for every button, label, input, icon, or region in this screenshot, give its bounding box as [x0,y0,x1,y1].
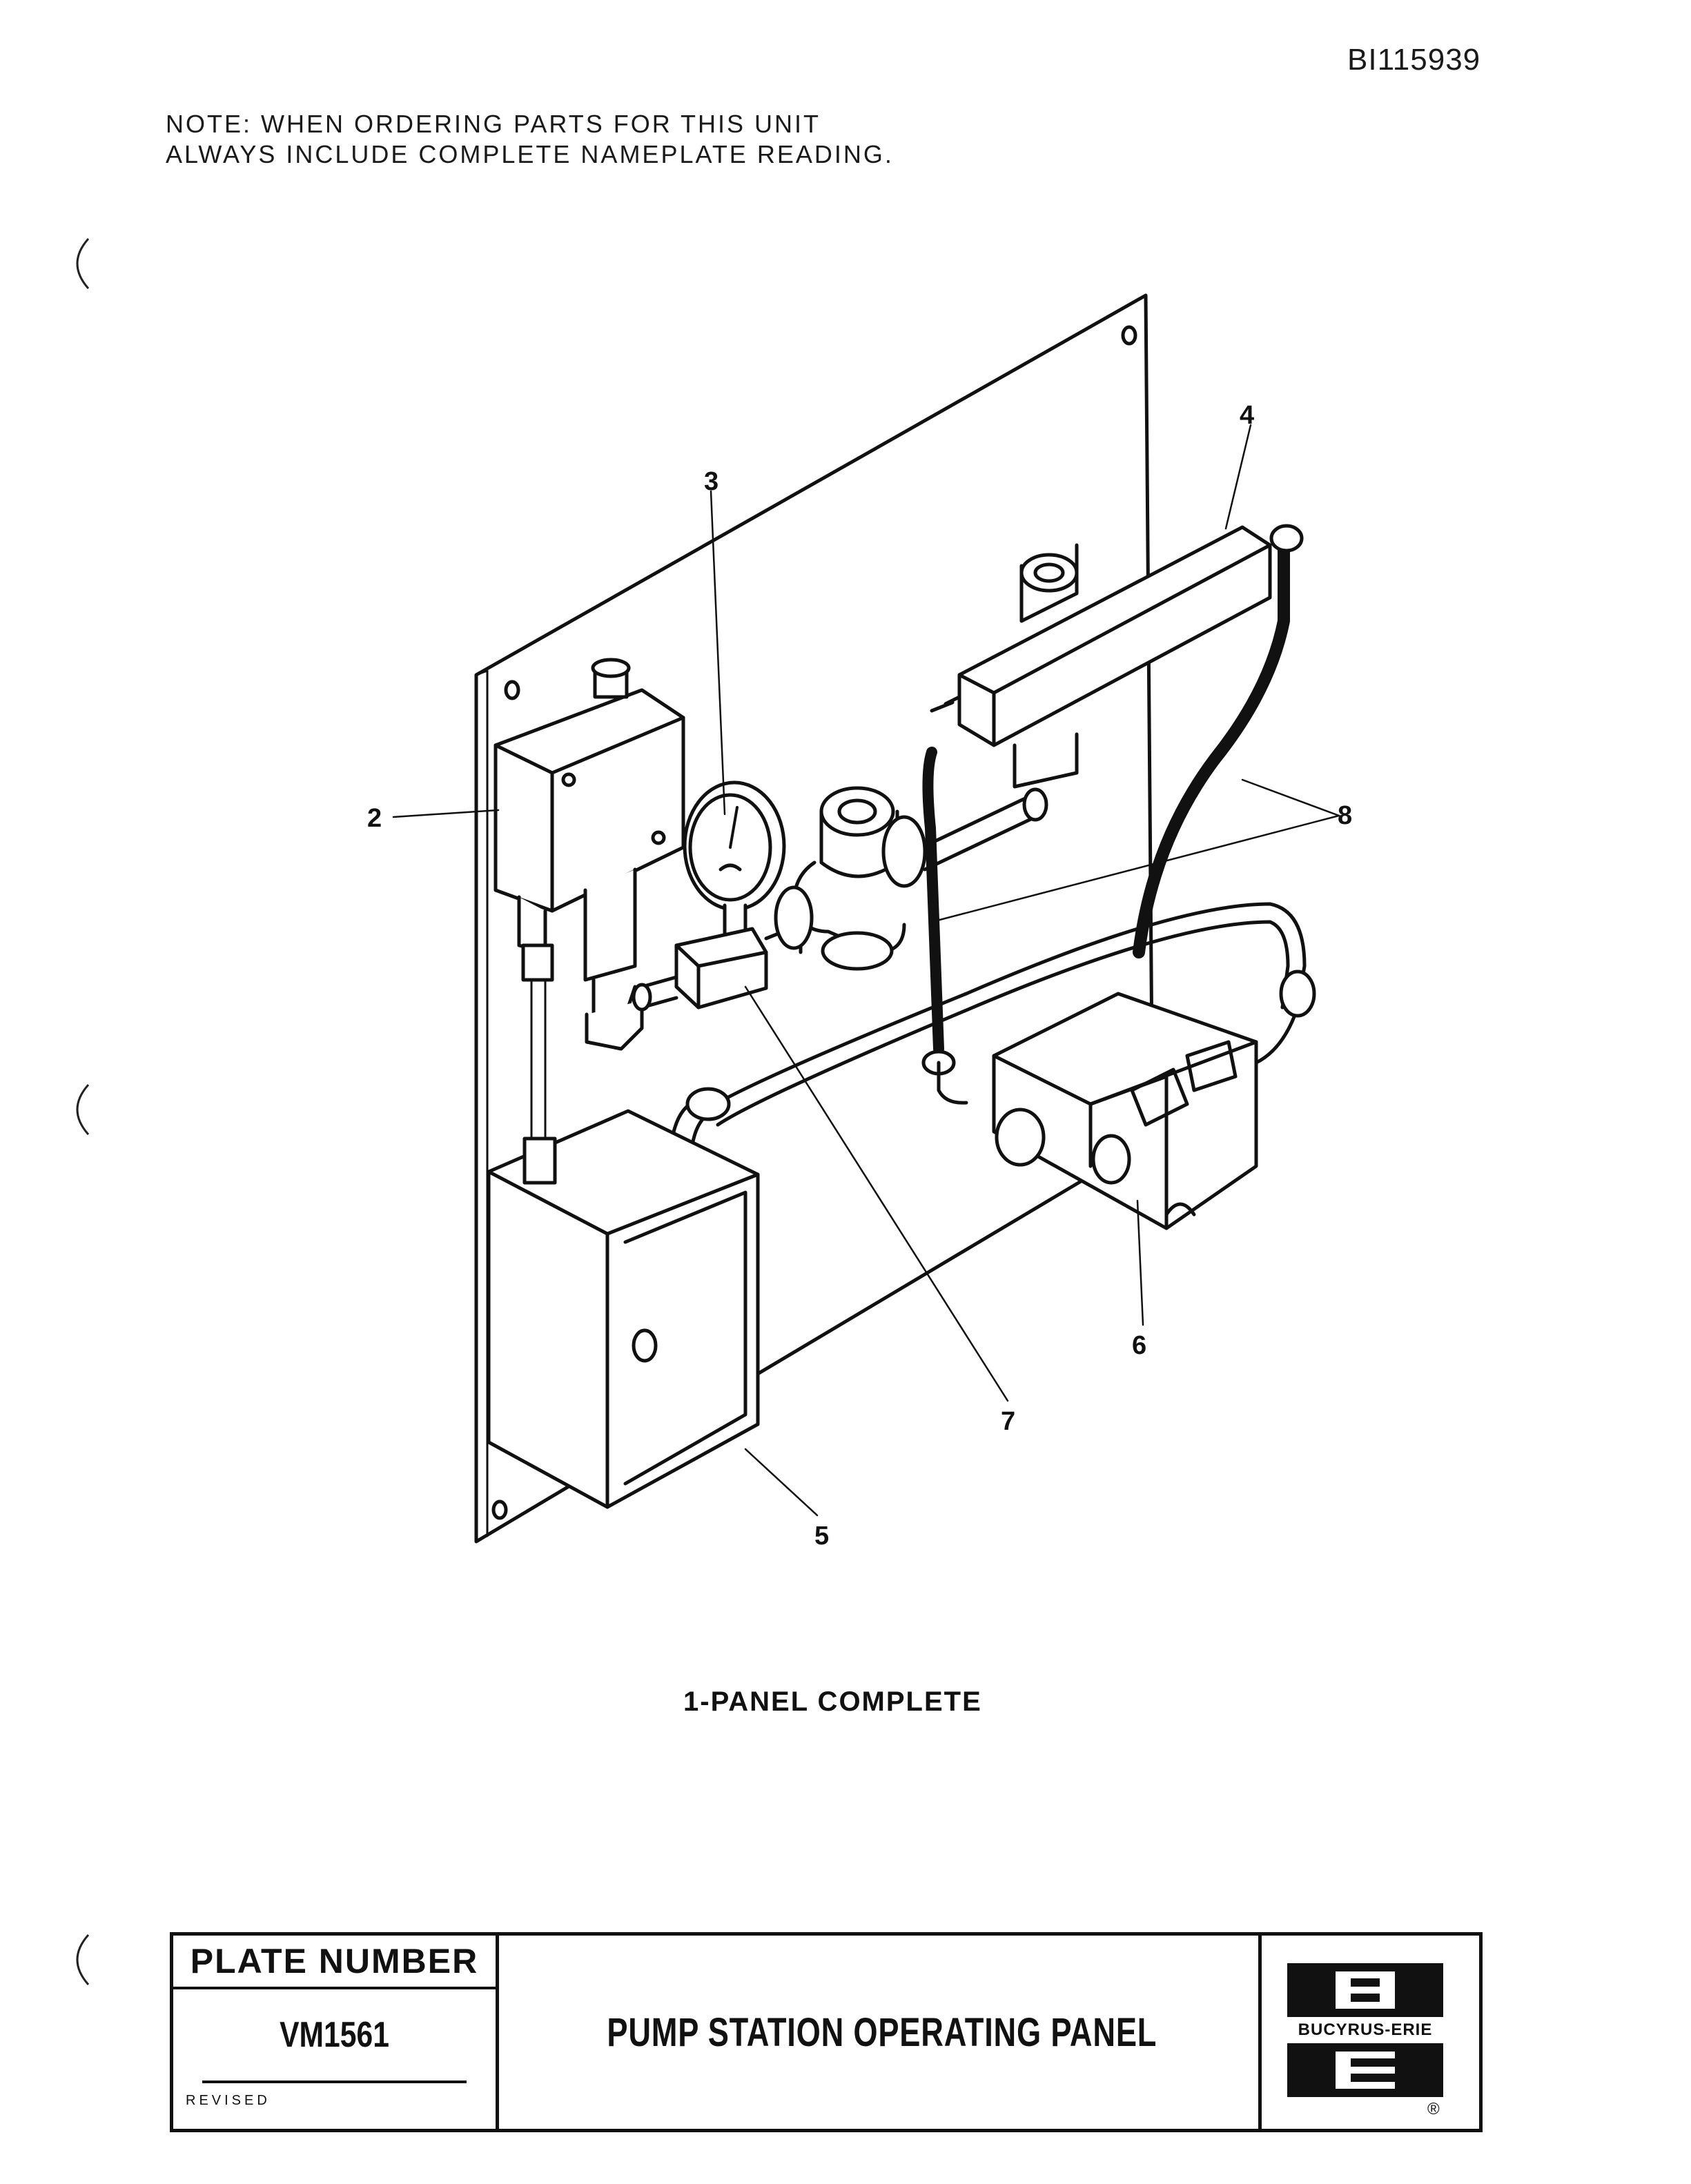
registered-mark: ® [1427,2100,1440,2118]
pressure-switch [493,658,685,1147]
pipe-cross-fitting [774,786,1048,971]
company-logo: BUCYRUS-ERIE ® [1258,1936,1479,2129]
punch-mark-top [76,238,90,289]
document-id: BI115939 [1347,43,1481,77]
callout-4: 4 [1240,401,1254,430]
callout-7: 7 [1001,1407,1015,1436]
pressure-gauge [683,780,786,941]
callout-8: 8 [1338,801,1352,830]
title-block: PLATE NUMBER VM1561 REVISED PUMP STATION… [170,1932,1483,2132]
note-line-2: ALWAYS INCLUDE COMPLETE NAMEPLATE READIN… [166,140,894,168]
punch-mark-bottom [76,1934,90,1985]
figure-caption: 1-PANEL COMPLETE [683,1686,982,1717]
callout-numbers: 2 3 4 5 6 7 8 [367,401,1352,1551]
company-name: BUCYRUS-ERIE [1298,2020,1433,2039]
flow-indicator [930,525,1272,789]
logo-e-block [1287,2043,1443,2097]
leader-lines [392,424,1340,1517]
callout-3: 3 [704,467,719,496]
drawing-title: PUMP STATION OPERATING PANEL [499,1936,1265,2129]
gauge-block [632,923,803,1012]
valve-block [992,992,1258,1230]
tube-loop [667,902,1316,1175]
callout-6: 6 [1132,1331,1146,1360]
drawing-title-text: PUMP STATION OPERATING PANEL [607,2009,1157,2055]
note-line-1: NOTE: WHEN ORDERING PARTS FOR THIS UNIT [166,110,821,138]
callout-5: 5 [814,1522,829,1551]
punch-mark-middle [76,1084,90,1135]
hoses [921,524,1304,1105]
plate-number-value: VM1561 [202,1989,467,2083]
callout-2: 2 [367,804,382,833]
revised-label: REVISED [186,2093,271,2108]
ordering-note: NOTE: WHEN ORDERING PARTS FOR THIS UNIT … [166,109,894,170]
plate-number-label: PLATE NUMBER [173,1936,496,1989]
panel-exploded-diagram: 2 3 4 5 6 7 8 [367,293,1352,1551]
plate-number-cell: PLATE NUMBER VM1561 REVISED [173,1936,499,2129]
enclosure-box [487,1109,760,1509]
logo-b-block [1287,1963,1443,2017]
